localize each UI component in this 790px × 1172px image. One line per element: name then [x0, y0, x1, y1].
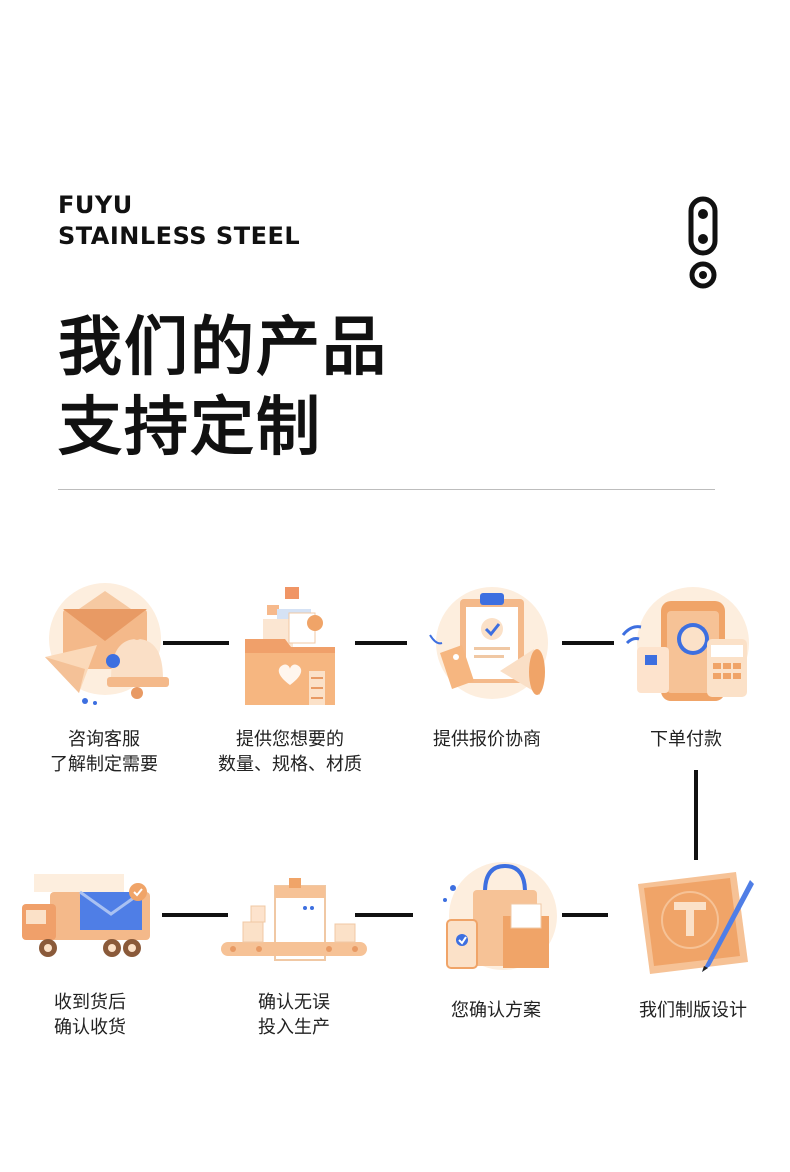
process-step-consult: 咨询客服 了解制定需要 [24, 583, 184, 777]
step-caption: 确认无误 投入生产 [258, 992, 330, 1038]
connector-line [694, 770, 698, 860]
process-step-production: 确认无误 投入生产 [214, 858, 374, 1040]
connector-line [355, 641, 407, 645]
chain-link-icon [688, 196, 718, 289]
title-line-2: 支持定制 [58, 391, 322, 465]
step-caption: 我们制版设计 [639, 1000, 747, 1021]
delivery-truck-icon [22, 874, 150, 957]
brand-line-2: STAINLESS STEEL [58, 222, 301, 250]
step-caption: 下单付款 [650, 729, 722, 750]
process-step-requirements: 提供您想要的 数量、规格、材质 [210, 583, 370, 777]
title-line-1: 我们的产品 [58, 311, 388, 385]
step-caption: 您确认方案 [451, 1000, 541, 1021]
folder-documents-icon [245, 587, 335, 705]
customer-service-bell-icon [45, 583, 169, 705]
page-title: 我们的产品 支持定制 [58, 308, 388, 468]
connector-line [562, 641, 614, 645]
process-step-quote: 提供报价协商 [407, 583, 567, 752]
connector-line [163, 641, 229, 645]
process-step-receive: 收到货后 确认收货 [10, 858, 170, 1040]
quote-clipboard-megaphone-icon [429, 587, 548, 699]
divider [58, 489, 715, 490]
step-caption: 收到货后 确认收货 [54, 992, 126, 1038]
process-step-confirm-plan: 您确认方案 [416, 858, 576, 1023]
brand-name: FUYU STAINLESS STEEL [58, 190, 300, 252]
process-step-payment: 下单付款 [606, 583, 766, 752]
connector-line [562, 913, 608, 917]
step-caption: 咨询客服 了解制定需要 [50, 729, 158, 775]
process-step-design: 我们制版设计 [613, 858, 773, 1023]
production-line-icon [221, 878, 367, 961]
payment-terminal-icon [621, 587, 749, 701]
shopping-bag-confirm-icon [443, 862, 557, 970]
design-pen-blueprint-icon [638, 872, 754, 974]
step-caption: 提供您想要的 数量、规格、材质 [218, 729, 362, 775]
step-caption: 提供报价协商 [433, 729, 541, 750]
connector-line [355, 913, 413, 917]
connector-line [162, 913, 228, 917]
brand-line-1: FUYU [58, 191, 133, 219]
